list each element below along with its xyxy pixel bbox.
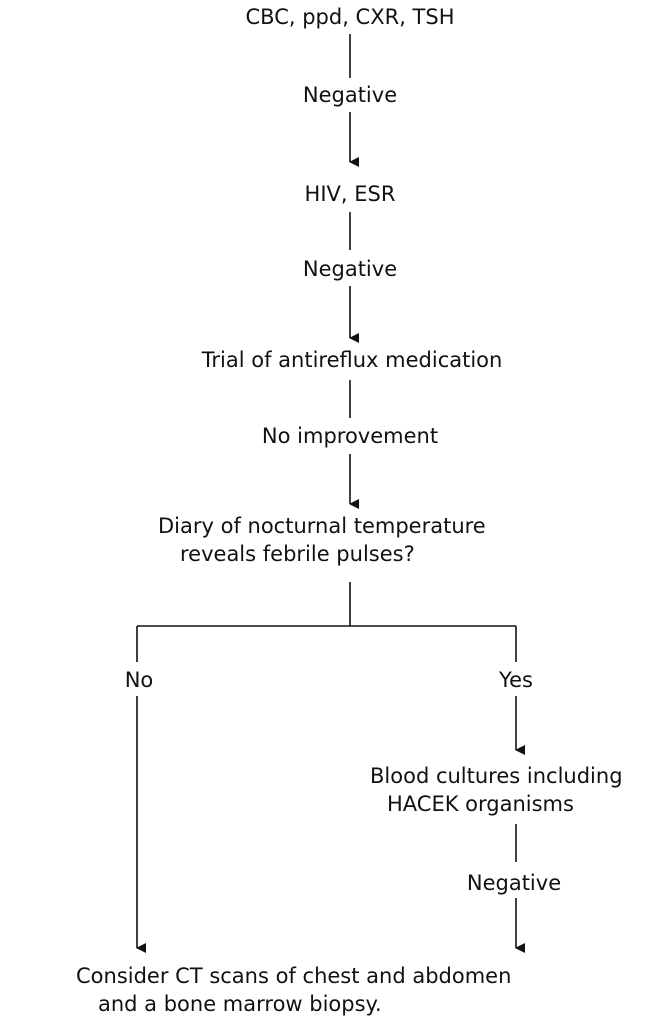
blood-cultures-node: Blood cultures including HACEK organisms — [370, 762, 623, 818]
final-node: Consider CT scans of chest and abdomen a… — [76, 962, 511, 1018]
blood-cultures-line-1: Blood cultures including — [370, 764, 623, 788]
branch-yes-text: Yes — [499, 668, 533, 692]
second-tests-label: HIV, ESR — [304, 182, 396, 206]
final-line-1: Consider CT scans of chest and abdomen — [76, 964, 512, 988]
result-negative-1-label: Negative — [302, 83, 398, 107]
final-line-2: and a bone marrow biopsy. — [98, 992, 382, 1016]
question-line-2: reveals febrile pulses? — [180, 542, 415, 566]
result-negative-2-label: Negative — [302, 257, 398, 281]
result-negative-2: Negative — [303, 255, 397, 283]
result-negative-3: Negative — [467, 869, 561, 897]
question-node: Diary of nocturnal temperature reveals f… — [158, 512, 486, 568]
initial-tests-label: CBC, ppd, CXR, TSH — [245, 5, 455, 29]
result-negative-3-label: Negative — [466, 871, 562, 895]
blood-cultures-line-2: HACEK organisms — [387, 792, 574, 816]
result-negative-1: Negative — [303, 81, 397, 109]
trial-label: Trial of antireflux medication — [201, 348, 503, 372]
question-line-1: Diary of nocturnal temperature — [158, 514, 486, 538]
branch-no-text: No — [124, 668, 154, 692]
trial-node: Trial of antireflux medication — [202, 346, 503, 374]
result-no-improvement: No improvement — [262, 422, 438, 450]
initial-tests-node: CBC, ppd, CXR, TSH — [246, 3, 455, 31]
result-no-improvement-label: No improvement — [261, 424, 439, 448]
branch-no-label: No — [125, 666, 154, 694]
second-tests-node: HIV, ESR — [305, 180, 396, 208]
branch-yes-label: Yes — [499, 666, 533, 694]
